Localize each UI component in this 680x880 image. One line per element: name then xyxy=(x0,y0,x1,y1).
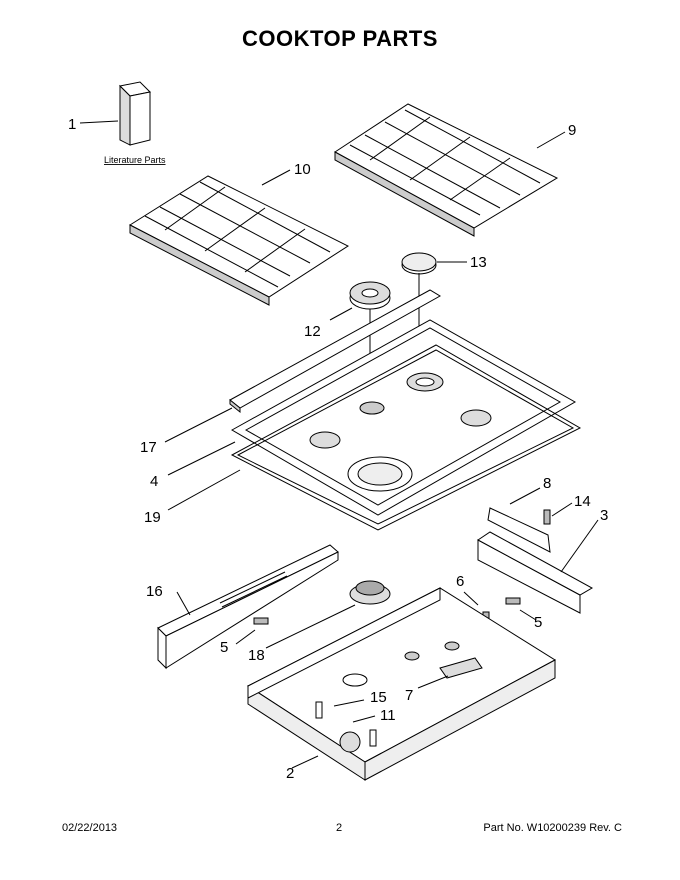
literature-booklet xyxy=(118,81,152,146)
bracket xyxy=(487,507,551,553)
callout-9: 9 xyxy=(568,122,576,139)
right-side-bracket xyxy=(477,531,594,614)
callout-15: 15 xyxy=(370,689,387,706)
left-side-bracket xyxy=(157,544,339,670)
literature-label: Literature Parts xyxy=(104,155,166,165)
callout-12: 12 xyxy=(304,323,321,340)
gasket xyxy=(230,344,582,531)
cooktop-surface xyxy=(230,319,577,516)
callout-8: 8 xyxy=(543,475,551,492)
burner-base xyxy=(349,580,391,605)
callout-16: 16 xyxy=(146,583,163,600)
callout-13: 13 xyxy=(470,254,487,271)
footer-date: 02/22/2013 xyxy=(62,822,118,834)
callout-6: 6 xyxy=(456,573,464,590)
callout-11: 11 xyxy=(380,707,396,724)
callout-4: 4 xyxy=(150,473,158,490)
grate-left xyxy=(128,175,350,306)
callout-17: 17 xyxy=(140,439,157,456)
callout-2: 2 xyxy=(286,765,294,782)
callout-14: 14 xyxy=(574,493,591,510)
callout-5b: 5 xyxy=(220,639,228,656)
burner-box xyxy=(247,587,556,781)
leader-lines xyxy=(79,120,599,769)
callout-5a: 5 xyxy=(534,614,542,631)
trim-strip xyxy=(229,289,441,414)
page-title: COOKTOP PARTS xyxy=(242,26,438,51)
footer-page-number: 2 xyxy=(336,822,343,834)
grate-right xyxy=(334,103,559,237)
callout-18: 18 xyxy=(248,647,265,664)
callout-3: 3 xyxy=(600,507,608,524)
callout-10: 10 xyxy=(294,161,311,178)
callout-1: 1 xyxy=(68,116,76,133)
callout-19: 19 xyxy=(144,509,161,526)
footer-part-info: Part No. W10200239 Rev. C xyxy=(483,822,622,834)
callout-7: 7 xyxy=(405,687,413,704)
